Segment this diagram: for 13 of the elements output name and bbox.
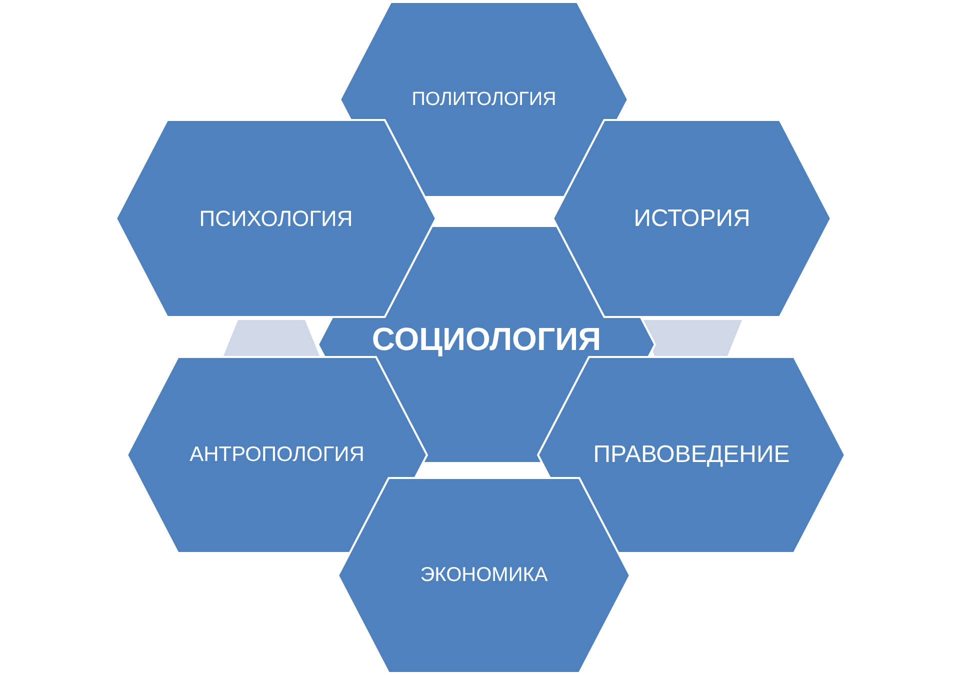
node-label: СОЦИОЛОГИЯ xyxy=(372,321,602,358)
node-label: ПРАВОВЕДЕНИЕ xyxy=(593,441,790,469)
hexagon-shape xyxy=(338,478,630,673)
node-label: ПОЛИТОЛОГИЯ xyxy=(412,88,556,110)
node-label: ПСИХОЛОГИЯ xyxy=(199,206,353,232)
hexagon-shape xyxy=(116,120,436,317)
hexagon-shape xyxy=(340,2,628,197)
node-label: АНТРОПОЛОГИЯ xyxy=(190,443,364,467)
hexagon-shape xyxy=(538,357,845,553)
hexagon-shape xyxy=(127,357,427,553)
hexagon-shape xyxy=(553,120,831,317)
node-label: ЭКОНОМИКА xyxy=(420,564,548,587)
node-label: ИСТОРИЯ xyxy=(634,204,750,232)
